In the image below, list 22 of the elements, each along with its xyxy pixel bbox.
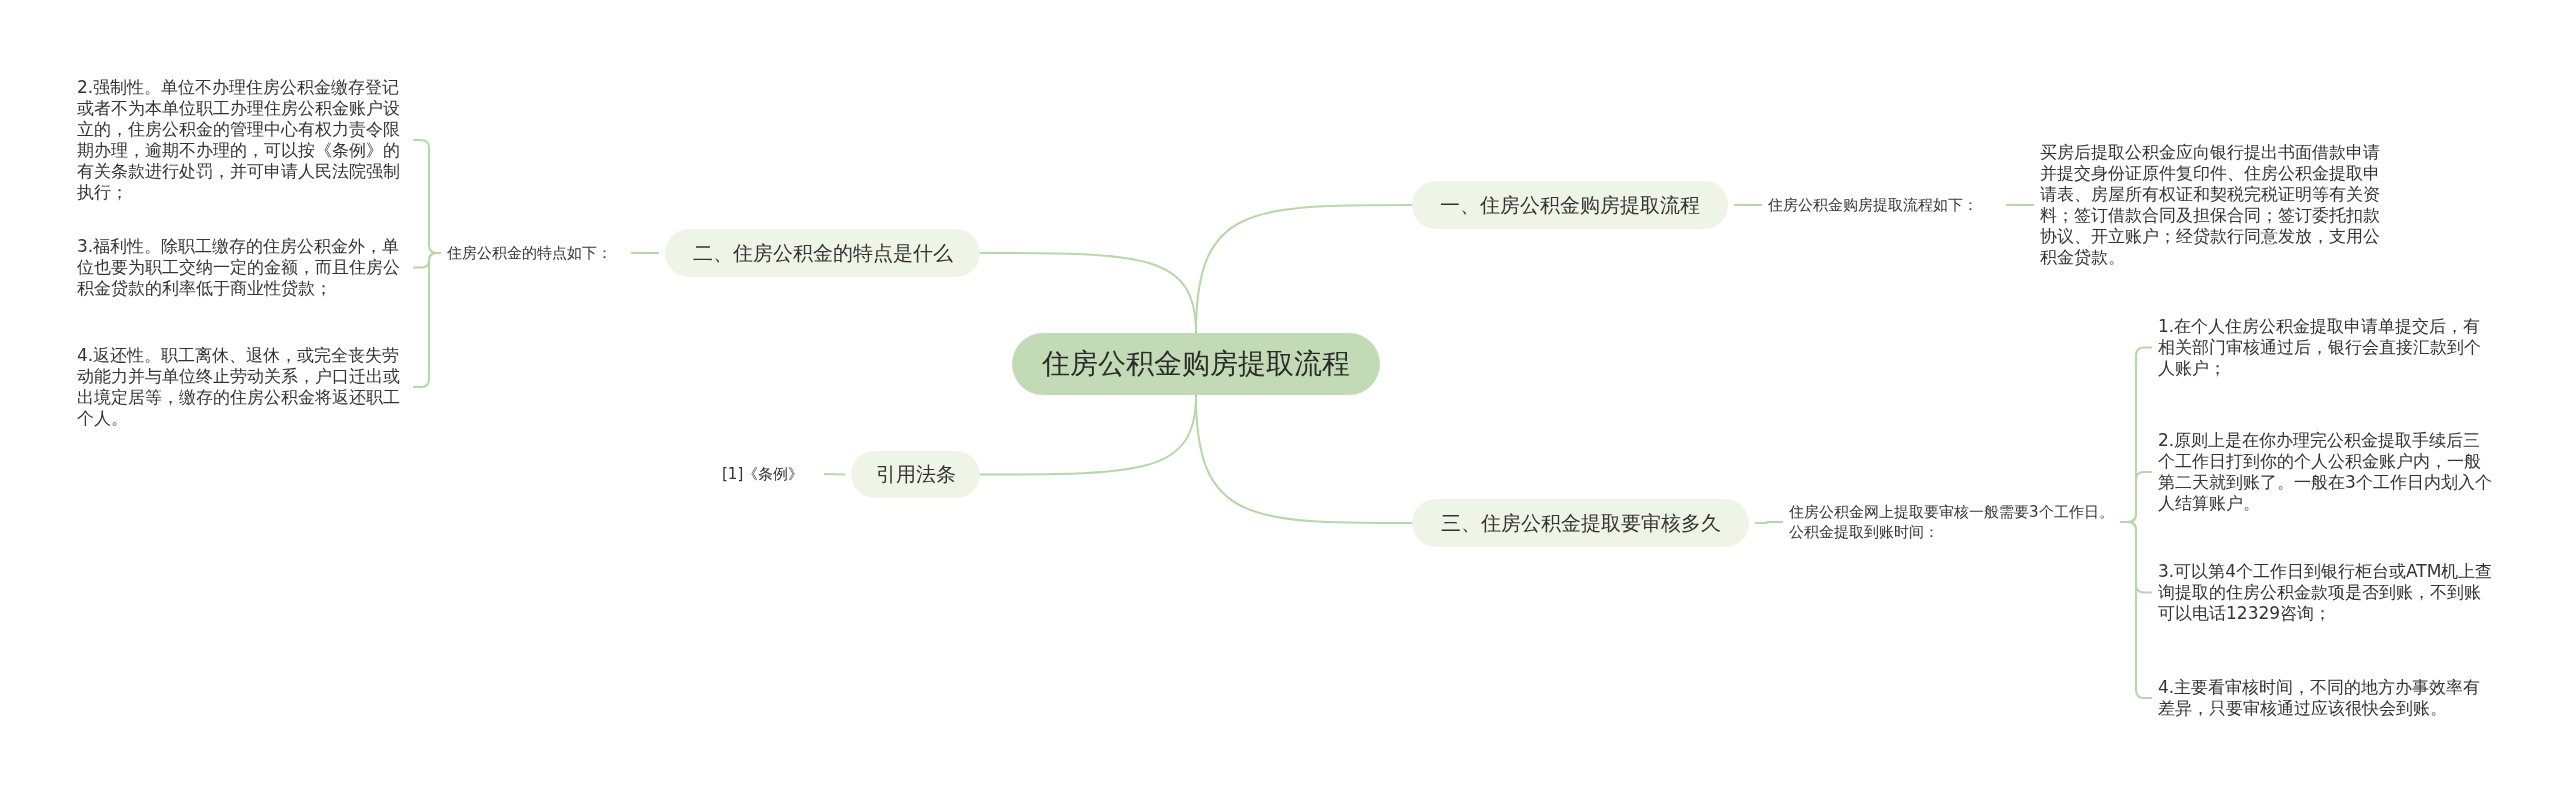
subtopic-text: 住房公积金的特点如下： (447, 243, 613, 263)
note-text: 4.返还性。职工离休、退休，或完全丧失劳动能力并与单位终止劳动关系，户口迁出或出境定居等，缴存的住房公积金将返还职工个人。 (77, 345, 401, 429)
note-text: 4.主要看审核时间，不同的地方办事效率有差异，只要审核通过应该很快会到账。 (2158, 677, 2482, 719)
note-text: 3.可以第4个工作日到银行柜台或ATM机上查询提取的住房公积金款项是否到账，不到账可以电话12329咨询； (2158, 561, 2493, 624)
note-text: 2.强制性。单位不办理住房公积金缴存登记或者不为本单位职工办理住房公积金账户设立的，住房公积金的管理中心有权力责令限期办理，逾期不办理的，可以按《条例》的有关条款进行处罚，并可申请人民法院强制执行； (77, 77, 401, 203)
connector-line (823, 473, 846, 476)
topic-pill: 一、住房公积金购房提取流程 (1412, 181, 1728, 229)
note-text: 1.在个人住房公积金提取申请单提交后，有相关部门审核通过后，银行会直接汇款到个人账户； (2158, 316, 2482, 379)
topic-pill: 二、住房公积金的特点是什么 (665, 229, 980, 277)
connector-line (1754, 521, 1784, 524)
subtopic-text: 住房公积金购房提取流程如下： (1768, 195, 1979, 215)
connector-line (630, 252, 660, 254)
note-text: 买房后提取公积金应向银行提出书面借款申请并提交身份证原件复印件、住房公积金提取申请表、房屋所有权证和契税完税证明等有关资料；签订借款合同及担保合同；签订委托扣款协议、开立账户；经贷款行同意发放，支用公积金贷款。 (2040, 142, 2380, 268)
connector-line (2005, 204, 2035, 206)
topic-pill: 引用法条 (851, 451, 980, 498)
subtopic-text: [1]《条例》 (722, 464, 805, 484)
note-text: 2.原则上是在你办理完公积金提取手续后三个工作日打到你的个人公积金账户内，一般第二天就到账了。一般在3个工作日内划入个人结算账户。 (2158, 430, 2493, 514)
note-text: 3.福利性。除职工缴存的住房公积金外，单位也要为职工交纳一定的金额，而且住房公积金贷款的利率低于商业性贷款； (77, 236, 401, 299)
central-topic: 住房公积金购房提取流程 (1012, 333, 1380, 395)
connector-line (1733, 204, 1763, 206)
topic-pill: 三、住房公积金提取要审核多久 (1412, 499, 1749, 547)
subtopic-text: 住房公积金网上提取要审核一般需要3个工作日。公积金提取到账时间： (1789, 502, 2114, 542)
